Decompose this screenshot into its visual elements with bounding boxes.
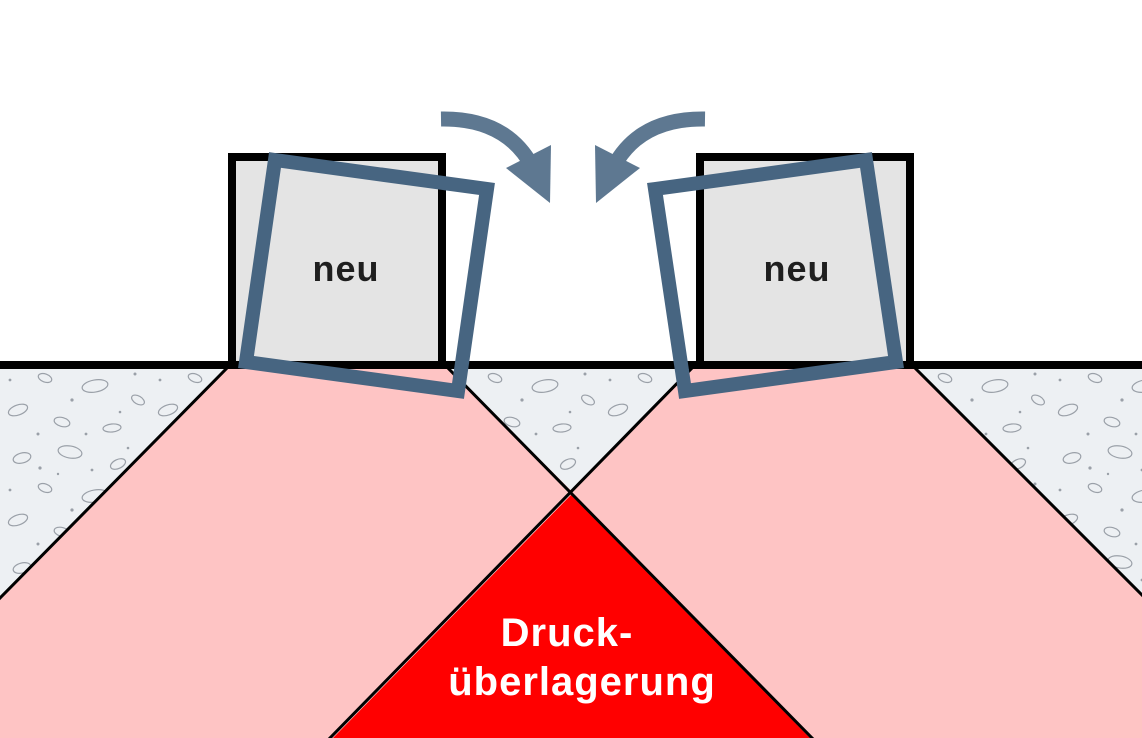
- overlap-label-line2: überlagerung: [448, 660, 716, 704]
- rotate-counterclockwise-arrow-icon: [595, 111, 706, 203]
- foundation-left-label: neu: [312, 248, 379, 289]
- tilted-outline-left: [238, 152, 495, 399]
- rotate-clockwise-arrow-icon: [440, 111, 551, 203]
- foundation-right-label: neu: [763, 248, 830, 289]
- overlap-label-line1: Druck-: [501, 611, 634, 655]
- pressure-overlap-triangle: [333, 495, 810, 738]
- tilted-outline-right: [647, 152, 904, 399]
- pressure-boundary-lines: [0, 362, 1142, 738]
